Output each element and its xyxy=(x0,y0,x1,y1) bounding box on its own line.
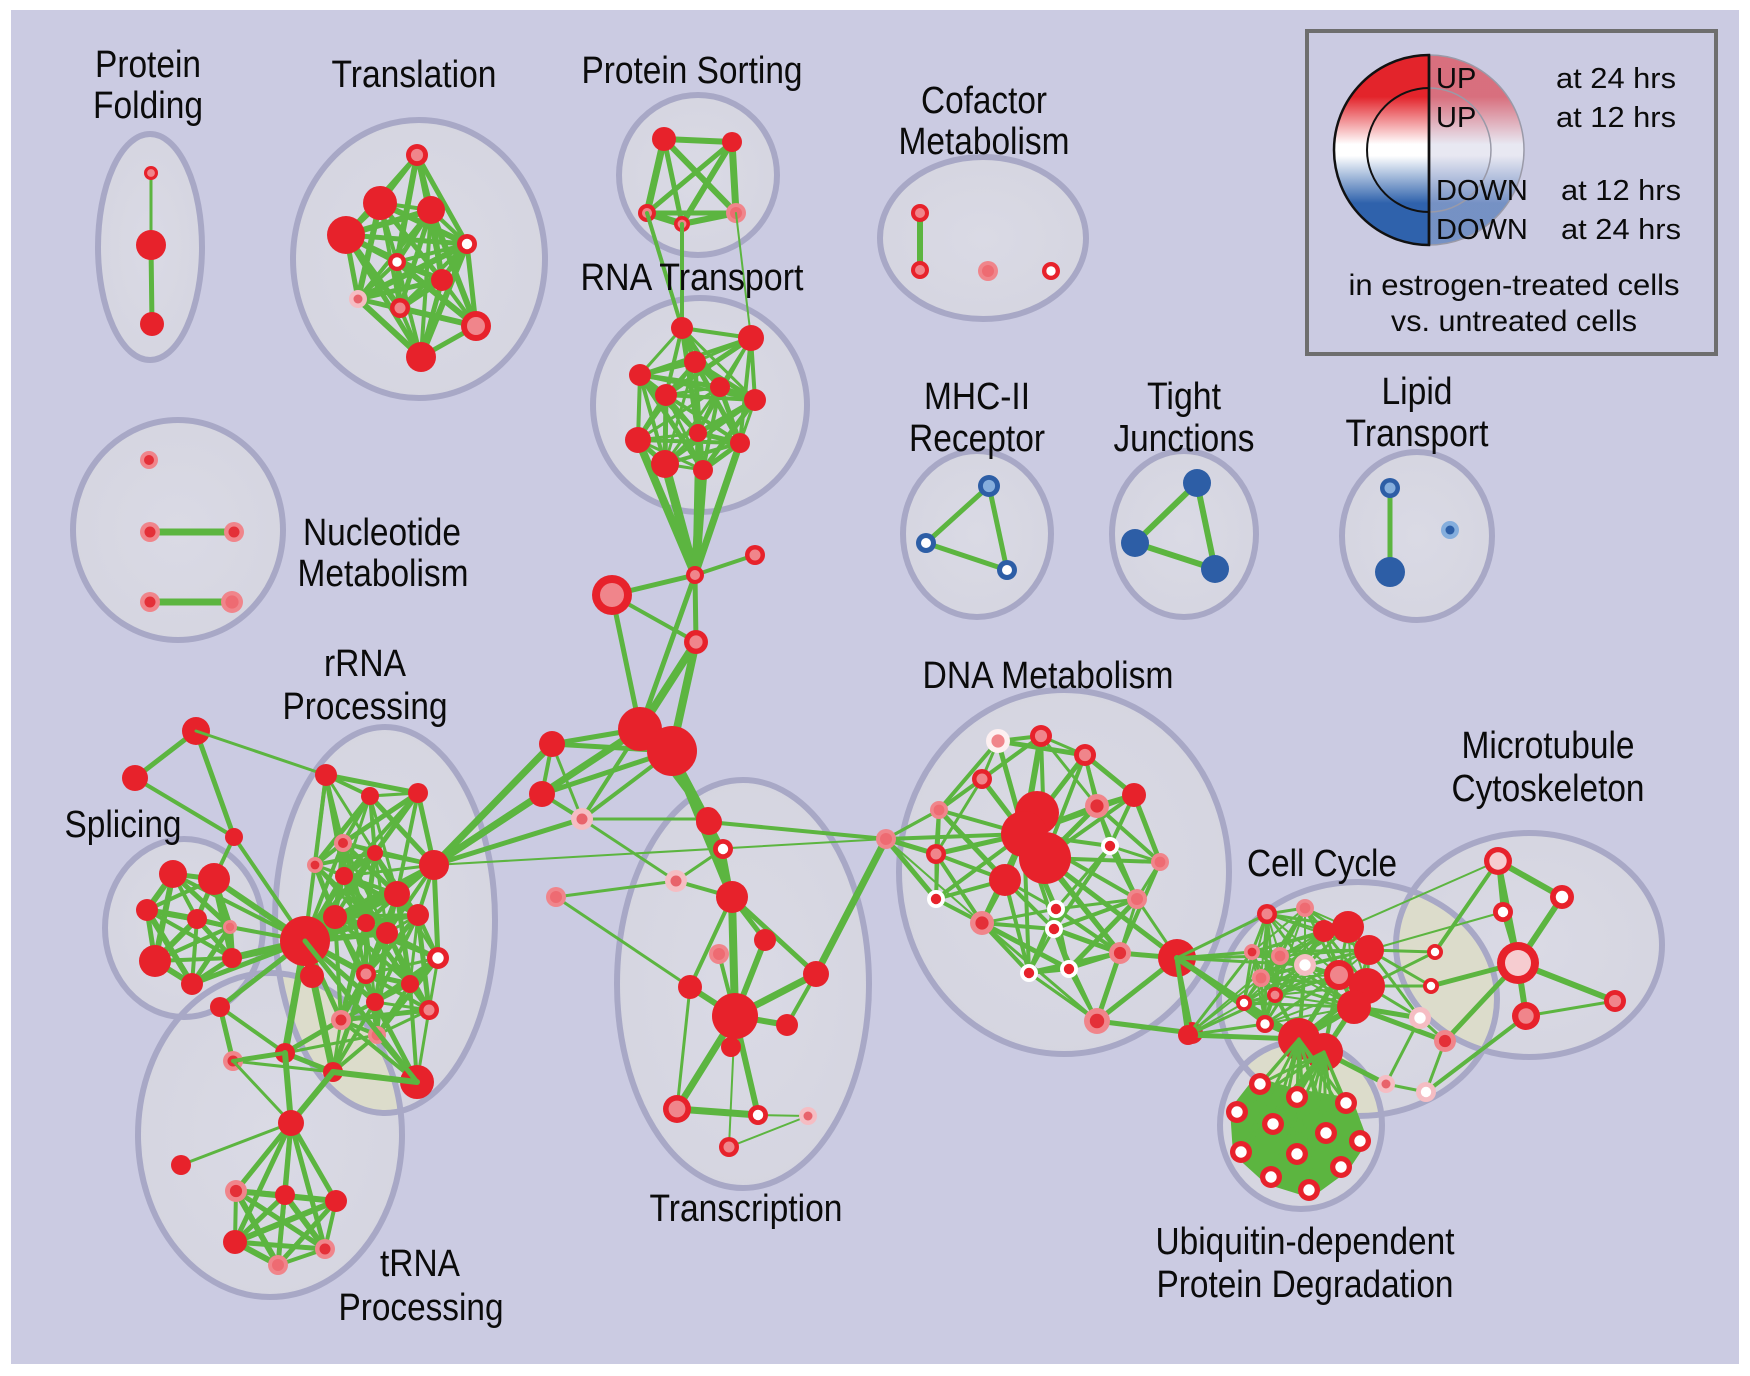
svg-text:Cytoskeleton: Cytoskeleton xyxy=(1452,768,1645,810)
svg-text:MHC-II: MHC-II xyxy=(924,376,1030,418)
svg-text:DOWN: DOWN xyxy=(1436,214,1528,246)
svg-text:Protein: Protein xyxy=(95,44,201,86)
svg-text:at 24 hrs: at 24 hrs xyxy=(1561,214,1681,246)
svg-text:Cofactor: Cofactor xyxy=(921,80,1047,122)
svg-text:Protein Sorting: Protein Sorting xyxy=(582,50,803,92)
svg-text:Translation: Translation xyxy=(332,54,497,96)
svg-text:Protein Degradation: Protein Degradation xyxy=(1157,1264,1454,1306)
svg-text:at 12 hrs: at 12 hrs xyxy=(1556,102,1676,134)
svg-text:UP: UP xyxy=(1436,63,1476,95)
svg-text:Splicing: Splicing xyxy=(65,804,182,846)
svg-text:Metabolism: Metabolism xyxy=(298,553,469,595)
svg-text:RNA Transport: RNA Transport xyxy=(581,257,804,299)
svg-text:Lipid: Lipid xyxy=(1382,371,1453,413)
svg-text:Transcription: Transcription xyxy=(650,1188,843,1230)
svg-text:Tight: Tight xyxy=(1147,376,1221,418)
svg-text:Ubiquitin-dependent: Ubiquitin-dependent xyxy=(1156,1221,1455,1263)
svg-text:tRNA: tRNA xyxy=(380,1243,461,1285)
svg-text:rRNA: rRNA xyxy=(324,643,407,685)
svg-text:at 12 hrs: at 12 hrs xyxy=(1561,175,1681,207)
svg-text:Folding: Folding xyxy=(93,85,203,127)
svg-text:Processing: Processing xyxy=(283,686,448,728)
svg-text:Metabolism: Metabolism xyxy=(899,121,1070,163)
svg-text:Receptor: Receptor xyxy=(909,418,1045,460)
svg-text:DOWN: DOWN xyxy=(1436,175,1528,207)
svg-text:UP: UP xyxy=(1436,102,1476,134)
svg-text:Transport: Transport xyxy=(1346,413,1489,455)
svg-text:Junctions: Junctions xyxy=(1114,418,1255,460)
svg-text:Cell Cycle: Cell Cycle xyxy=(1247,843,1397,885)
svg-text:in estrogen-treated cells: in estrogen-treated cells xyxy=(1349,269,1680,302)
svg-text:Processing: Processing xyxy=(339,1287,504,1329)
svg-text:Nucleotide: Nucleotide xyxy=(303,512,461,554)
svg-text:at 24 hrs: at 24 hrs xyxy=(1556,63,1676,95)
svg-text:DNA Metabolism: DNA Metabolism xyxy=(923,655,1174,697)
svg-text:Microtubule: Microtubule xyxy=(1462,725,1635,767)
svg-text:vs. untreated cells: vs. untreated cells xyxy=(1391,305,1637,338)
